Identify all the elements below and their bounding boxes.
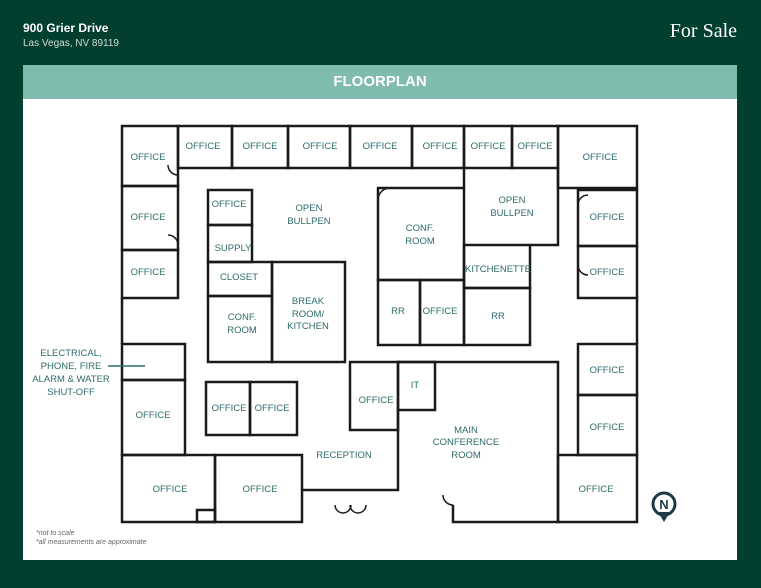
- room-label: MAIN: [454, 425, 478, 436]
- room-label: RR: [491, 311, 505, 322]
- room-label: OPEN: [296, 203, 323, 214]
- room-label: OPEN: [499, 195, 526, 206]
- room-label: OFFICE: [423, 306, 458, 317]
- listing-status: For Sale: [669, 20, 737, 42]
- address-line2: Las Vegas, NV 89119: [23, 38, 119, 49]
- room-label: CONF.: [406, 223, 435, 234]
- room-label: RR: [391, 306, 405, 317]
- room-label: BREAK: [292, 296, 325, 307]
- north-arrow-icon: N: [651, 491, 677, 522]
- room-label: OFFICE: [212, 199, 247, 210]
- section-banner: FLOORPLAN: [23, 65, 737, 99]
- note-measurements: *all measurements are approximate: [36, 539, 147, 546]
- walls: [120, 124, 639, 524]
- room-label: ROOM: [451, 450, 481, 461]
- room-label: OFFICE: [212, 403, 247, 414]
- room-label: CONFERENCE: [433, 437, 500, 448]
- room-label: KITCHENETTE: [465, 264, 531, 275]
- room-label: CONF.: [228, 312, 257, 323]
- room-label: OFFICE: [303, 141, 338, 152]
- svg-text:N: N: [659, 497, 668, 512]
- address-line1: 900 Grier Drive: [23, 21, 109, 35]
- doors: [167, 164, 589, 514]
- room-label: OFFICE: [359, 395, 394, 406]
- room-label: OFFICE: [243, 484, 278, 495]
- room-label: OFFICE: [243, 141, 278, 152]
- room-label: OFFICE: [131, 152, 166, 163]
- room-label: BULLPEN: [287, 216, 330, 227]
- room-label: SUPPLY: [215, 243, 252, 254]
- room-label: OFFICE: [579, 484, 614, 495]
- room-label: OFFICE: [590, 212, 625, 223]
- room-label: RECEPTION: [316, 450, 372, 461]
- room-label: OFFICE: [590, 422, 625, 433]
- room-label: OFFICE: [255, 403, 290, 414]
- room-label: OFFICE: [186, 141, 221, 152]
- room-label: OFFICE: [423, 141, 458, 152]
- room-label: ROOM/: [292, 309, 325, 320]
- room-label: PHONE, FIRE: [41, 361, 102, 372]
- room-label: ROOM: [405, 236, 435, 247]
- room-label: OFFICE: [153, 484, 188, 495]
- note-scale: *not to scale: [36, 530, 75, 537]
- room-label: ROOM: [227, 325, 257, 336]
- room-label: OFFICE: [590, 365, 625, 376]
- room-label: KITCHEN: [287, 321, 329, 332]
- room-label: SHUT-OFF: [47, 387, 95, 398]
- room-label: OFFICE: [131, 267, 166, 278]
- utility-callout: ELECTRICAL, PHONE, FIRE ALARM & WATER SH…: [32, 348, 145, 398]
- room-label: OFFICE: [518, 141, 553, 152]
- room-label: IT: [411, 380, 420, 391]
- room-label: OFFICE: [590, 267, 625, 278]
- room-label: BULLPEN: [490, 208, 533, 219]
- room-label: ALARM & WATER: [32, 374, 110, 385]
- room-label: OFFICE: [583, 152, 618, 163]
- room-label: OFFICE: [131, 212, 166, 223]
- room-label: OFFICE: [471, 141, 506, 152]
- room-label: ELECTRICAL,: [40, 348, 101, 359]
- room-label: CLOSET: [220, 272, 258, 283]
- floorplan-panel: [23, 99, 737, 560]
- room-labels: OFFICE OFFICE OFFICE OFFICE OFFICE OFFIC…: [131, 141, 625, 495]
- room-label: OFFICE: [136, 410, 171, 421]
- room-label: OFFICE: [363, 141, 398, 152]
